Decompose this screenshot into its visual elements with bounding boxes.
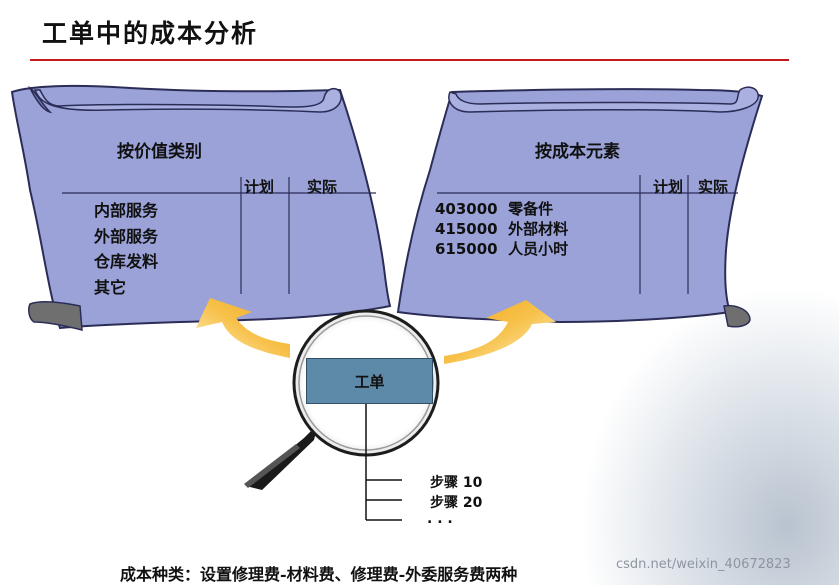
footer-note: 成本种类：设置修理费-材料费、修理费-外委服务费两种 [120,565,518,584]
right-item-hours: 615000 人员小时 [435,240,569,258]
step-more: . . . [427,511,453,527]
left-col-plan: 计划 [244,178,275,196]
watermark: csdn.net/weixin_40672823 [616,557,791,572]
right-item-materials: 415000 外部材料 [435,220,569,238]
background-decoration [579,285,839,585]
left-item-external: 外部服务 [94,227,159,246]
work-order-box: 工单 [306,358,433,404]
curved-arrow-icon [196,298,290,358]
curved-arrow-icon [444,300,556,364]
right-item-parts: 403000 零备件 [435,200,554,218]
right-scroll [396,86,764,328]
step-10: 步骤 10 [430,475,483,491]
right-col-actual: 实际 [698,178,729,196]
left-scroll [10,84,392,331]
work-order-label: 工单 [354,372,385,391]
right-col-plan: 计划 [653,178,684,196]
page-title: 工单中的成本分析 [42,19,259,48]
left-scroll-heading: 按价值类别 [117,142,202,162]
left-item-warehouse: 仓库发料 [94,252,159,271]
left-item-other: 其它 [94,278,127,297]
left-item-internal: 内部服务 [94,201,159,220]
title-divider [30,59,789,61]
step-tree [365,402,402,521]
step-20: 步骤 20 [430,495,483,511]
left-col-actual: 实际 [307,178,338,196]
right-scroll-heading: 按成本元素 [535,142,620,162]
